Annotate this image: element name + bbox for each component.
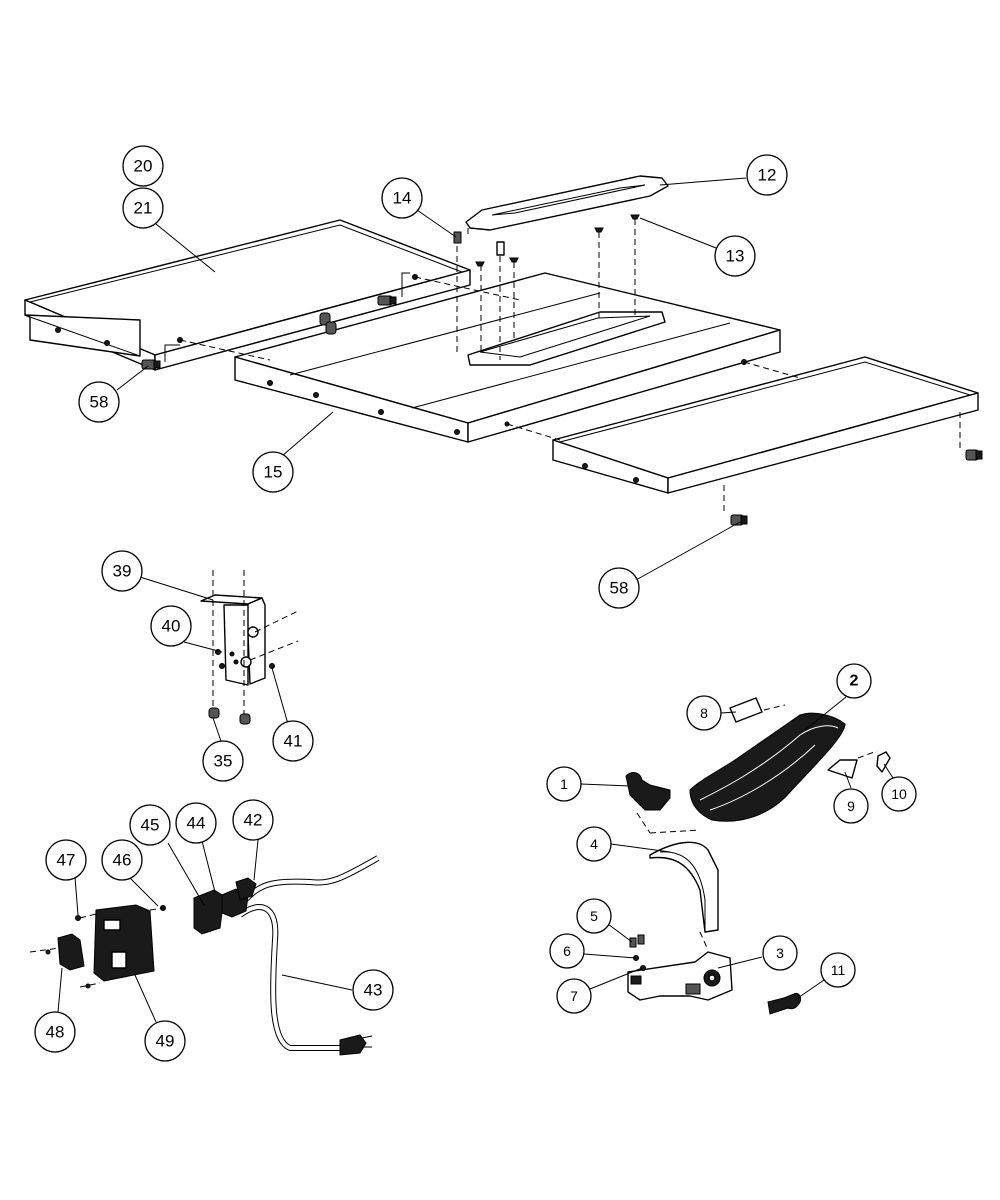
callout-6-label: 6: [563, 943, 571, 959]
callout-35: 35: [202, 740, 244, 782]
callout-3: 3: [762, 935, 798, 971]
connection-lines: [164, 272, 961, 515]
bolt-upper: [319, 295, 397, 335]
callout-15: 15: [252, 451, 294, 493]
callout-58-right: 58: [598, 567, 640, 609]
callout-15-label: 15: [264, 463, 283, 482]
callout-20-label: 20: [134, 157, 153, 176]
callout-58-left-label: 58: [90, 393, 109, 412]
callout-6: 6: [549, 933, 585, 969]
callout-46: 46: [101, 839, 143, 881]
callout-35-label: 35: [214, 752, 233, 771]
callout-5: 5: [576, 898, 612, 934]
callout-9: 9: [833, 788, 869, 824]
callout-13: 13: [714, 235, 756, 277]
callout-39: 39: [101, 550, 143, 592]
callout-12: 12: [746, 154, 788, 196]
left-extension-wing: [24, 219, 471, 371]
blade-guard-assembly: [625, 697, 891, 1015]
callout-49-label: 49: [156, 1032, 175, 1051]
callout-46-label: 46: [113, 851, 132, 870]
callout-21: 21: [122, 187, 164, 229]
callout-4-label: 4: [590, 836, 598, 852]
callout-43: 43: [352, 969, 394, 1011]
main-table: [234, 272, 781, 443]
callout-7: 7: [556, 978, 592, 1014]
callout-48-label: 48: [46, 1023, 65, 1042]
callout-41-label: 41: [284, 732, 303, 751]
callout-39-label: 39: [113, 562, 132, 581]
callout-48: 48: [34, 1011, 76, 1053]
callout-11-label: 11: [831, 962, 846, 978]
callout-41: 41: [272, 720, 314, 762]
callout-8-label: 8: [700, 705, 708, 721]
callout-2-label: 2: [850, 673, 859, 690]
bolt-58-left: [141, 359, 161, 370]
leader-lines: [57, 177, 894, 1023]
right-extension-wing: [552, 356, 979, 494]
callout-8: 8: [686, 695, 722, 731]
callout-49: 49: [144, 1020, 186, 1062]
callout-5-label: 5: [590, 908, 598, 924]
callout-2: 2: [836, 663, 872, 699]
callout-44: 44: [175, 802, 217, 844]
mounting-bracket: [200, 570, 299, 725]
callout-21-label: 21: [134, 199, 153, 218]
callout-45-label: 45: [141, 816, 160, 835]
callout-40-label: 40: [162, 617, 181, 636]
callout-20: 20: [122, 145, 164, 187]
bolt-far-right: [965, 449, 983, 461]
callout-11: 11: [820, 952, 856, 988]
callout-43-label: 43: [364, 981, 383, 1000]
callout-10-label: 10: [891, 786, 907, 802]
callout-12-label: 12: [758, 166, 777, 185]
callout-58-right-label: 58: [610, 579, 629, 598]
callout-1: 1: [546, 766, 582, 802]
callout-3-label: 3: [776, 945, 784, 961]
callout-40: 40: [150, 605, 192, 647]
callout-45: 45: [129, 804, 171, 846]
callout-13-label: 13: [726, 247, 745, 266]
bolt-58-right: [730, 514, 748, 526]
callout-44-label: 44: [187, 814, 206, 833]
callout-4: 4: [576, 826, 612, 862]
callout-9-label: 9: [847, 798, 855, 814]
callout-1-label: 1: [560, 776, 568, 792]
callout-14: 14: [381, 177, 423, 219]
callout-58-left: 58: [78, 381, 120, 423]
throat-plate: [453, 175, 669, 360]
callout-7-label: 7: [570, 988, 578, 1004]
callout-42-label: 42: [244, 811, 263, 830]
callout-47: 47: [45, 839, 87, 881]
electrical-assembly: [29, 855, 380, 1056]
callout-47-label: 47: [57, 851, 76, 870]
callout-14-label: 14: [393, 189, 412, 208]
callout-42: 42: [232, 799, 274, 841]
callout-10: 10: [881, 776, 917, 812]
